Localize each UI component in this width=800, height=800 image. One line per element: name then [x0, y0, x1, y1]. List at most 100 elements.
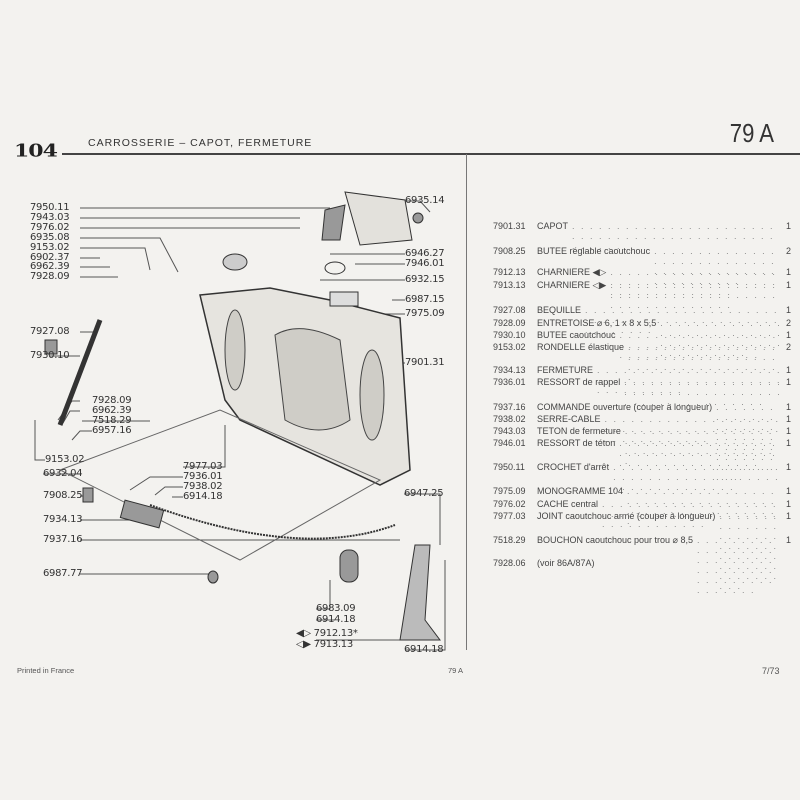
part-code: 7908.25 [493, 246, 526, 256]
part-desc: SERRE-CABLE [537, 414, 601, 424]
part-desc: RESSORT de rappel [537, 377, 621, 387]
part-row: 7928.09 ENTRETOISE ⌀ 6, 1 x 8 x 5,5 2 [493, 318, 791, 358]
page-number: 79 A [729, 118, 774, 148]
part-code: 7943.03 [493, 426, 526, 436]
part-qty: 1 [785, 330, 791, 340]
page-title: CARROSSERIE – CAPOT, FERMETURE [88, 137, 313, 149]
part-qty: 1 [785, 462, 791, 472]
part-row: 7977.03 JOINT caoutchouc armé (couper à l… [493, 511, 791, 591]
part-qty: 1 [785, 438, 791, 448]
part-desc: CHARNIERE ◀▷ [537, 267, 607, 277]
part-qty: 1 [785, 486, 791, 496]
callout: ◁▶ 7913.13 [296, 639, 353, 650]
part-qty: 1 [785, 535, 791, 545]
callout: 7901.31 [405, 357, 445, 368]
part-code: 7901.31 [493, 221, 526, 231]
part-code: 7976.02 [493, 499, 526, 509]
callout: 7928.09 [30, 271, 70, 282]
callout: 7937.16 [43, 534, 83, 545]
callout: 7950.11 [30, 202, 70, 213]
callout: 7518.29 [92, 415, 132, 426]
part-code: 7518.29 [493, 535, 526, 545]
callout: 7930.10 [30, 350, 70, 361]
callout: 6947.25 [404, 488, 444, 499]
callout: 7976.02 [30, 222, 70, 233]
callout: 6914.18 [404, 644, 444, 655]
part-qty: 1 [785, 305, 791, 315]
part-desc: (voir 86A/87A) [537, 558, 595, 568]
part-desc: BUTEE réglable caoutchouc [537, 246, 651, 256]
callout: 7927.08 [30, 326, 70, 337]
part-row: 7901.31CAPOT1 [493, 221, 791, 251]
part-desc: FERMETURE [537, 365, 593, 375]
part-desc: ENTRETOISE ⌀ 6, 1 x 8 x 5,5 [537, 318, 657, 328]
part-desc: CACHE central [537, 499, 599, 509]
callout: 7936.01 [183, 471, 223, 482]
part-qty: 1 [785, 280, 791, 290]
callout: 6902.37 [30, 252, 70, 263]
part-code: 7977.03 [493, 511, 526, 521]
callout: 6935.08 [30, 232, 70, 243]
part-code: 7950.11 [493, 462, 525, 472]
part-code: 7928.09 [493, 318, 526, 328]
part-qty: 1 [785, 499, 791, 509]
callout: 7934.13 [43, 514, 83, 525]
part-code: 7938.02 [493, 414, 526, 424]
part-code: 7946.01 [493, 438, 526, 448]
callout: 6987.77 [43, 568, 83, 579]
part-desc: CAPOT [537, 221, 569, 231]
footer-page-ref: 79 A [448, 666, 464, 675]
callout: 6914.18 [316, 614, 356, 625]
part-desc: JOINT caoutchouc armé (couper à longueur… [537, 511, 716, 521]
part-qty: 1 [785, 377, 791, 387]
part-qty: 1 [785, 426, 791, 436]
callout: 7975.09 [405, 308, 445, 319]
callout: 6946.27 [405, 248, 445, 259]
model-logo: 104 [14, 140, 58, 162]
part-desc: BUTEE caoutchouc [537, 330, 616, 340]
part-qty: 2 [785, 246, 791, 256]
part-code: 7934.13 [493, 365, 526, 375]
part-qty: 2 [785, 342, 791, 352]
part-qty: 1 [785, 365, 791, 375]
part-qty: 1 [785, 402, 791, 412]
part-code: 7912.13 [493, 267, 526, 277]
callout: 7946.01 [405, 258, 445, 269]
part-desc: BEQUILLE [537, 305, 582, 315]
part-code: 7928.06 [493, 558, 526, 568]
callout: 7928.09 [92, 395, 132, 406]
callout: 9153.02 [30, 242, 70, 253]
callout: 6962.39 [92, 405, 132, 416]
callout: 6932.15 [405, 274, 445, 285]
part-row: 7518.29 BOUCHON caoutchouc pour trou ⌀ 8,… [493, 535, 791, 595]
callout: 7938.02 [183, 481, 223, 492]
part-row: 7908.25 BUTEE réglable caoutchouc 2 [493, 246, 791, 286]
part-code: 9153.02 [493, 342, 526, 352]
part-qty: 1 [785, 267, 791, 277]
callout: 6914.18 [183, 491, 223, 502]
part-row: 7912.13 CHARNIERE ◀▷ 1 [493, 267, 791, 297]
part-row: 7927.08 BEQUILLE 1 [493, 305, 791, 335]
part-code: 7927.08 [493, 305, 526, 315]
part-desc: BOUCHON caoutchouc pour trou ⌀ 8,5 [537, 535, 693, 545]
callout: 7943.03 [30, 212, 70, 223]
callout: 6935.14 [405, 195, 445, 206]
part-desc: CROCHET d'arrêt [537, 462, 610, 472]
callout: 6932.04 [43, 468, 83, 479]
part-qty: 1 [785, 414, 791, 424]
part-code: 7975.09 [493, 486, 526, 496]
part-code: 7913.13 [493, 280, 526, 290]
part-row: 7934.13 FERMETURE 1 [493, 365, 791, 395]
column-divider [466, 154, 467, 650]
part-desc: RESSORT de téton [537, 438, 616, 448]
part-row: 7938.02 SERRE-CABLE 1 [493, 414, 791, 444]
callout: 7977.03 [183, 461, 223, 472]
part-row: 7946.01 RESSORT de téton 1 [493, 438, 791, 468]
